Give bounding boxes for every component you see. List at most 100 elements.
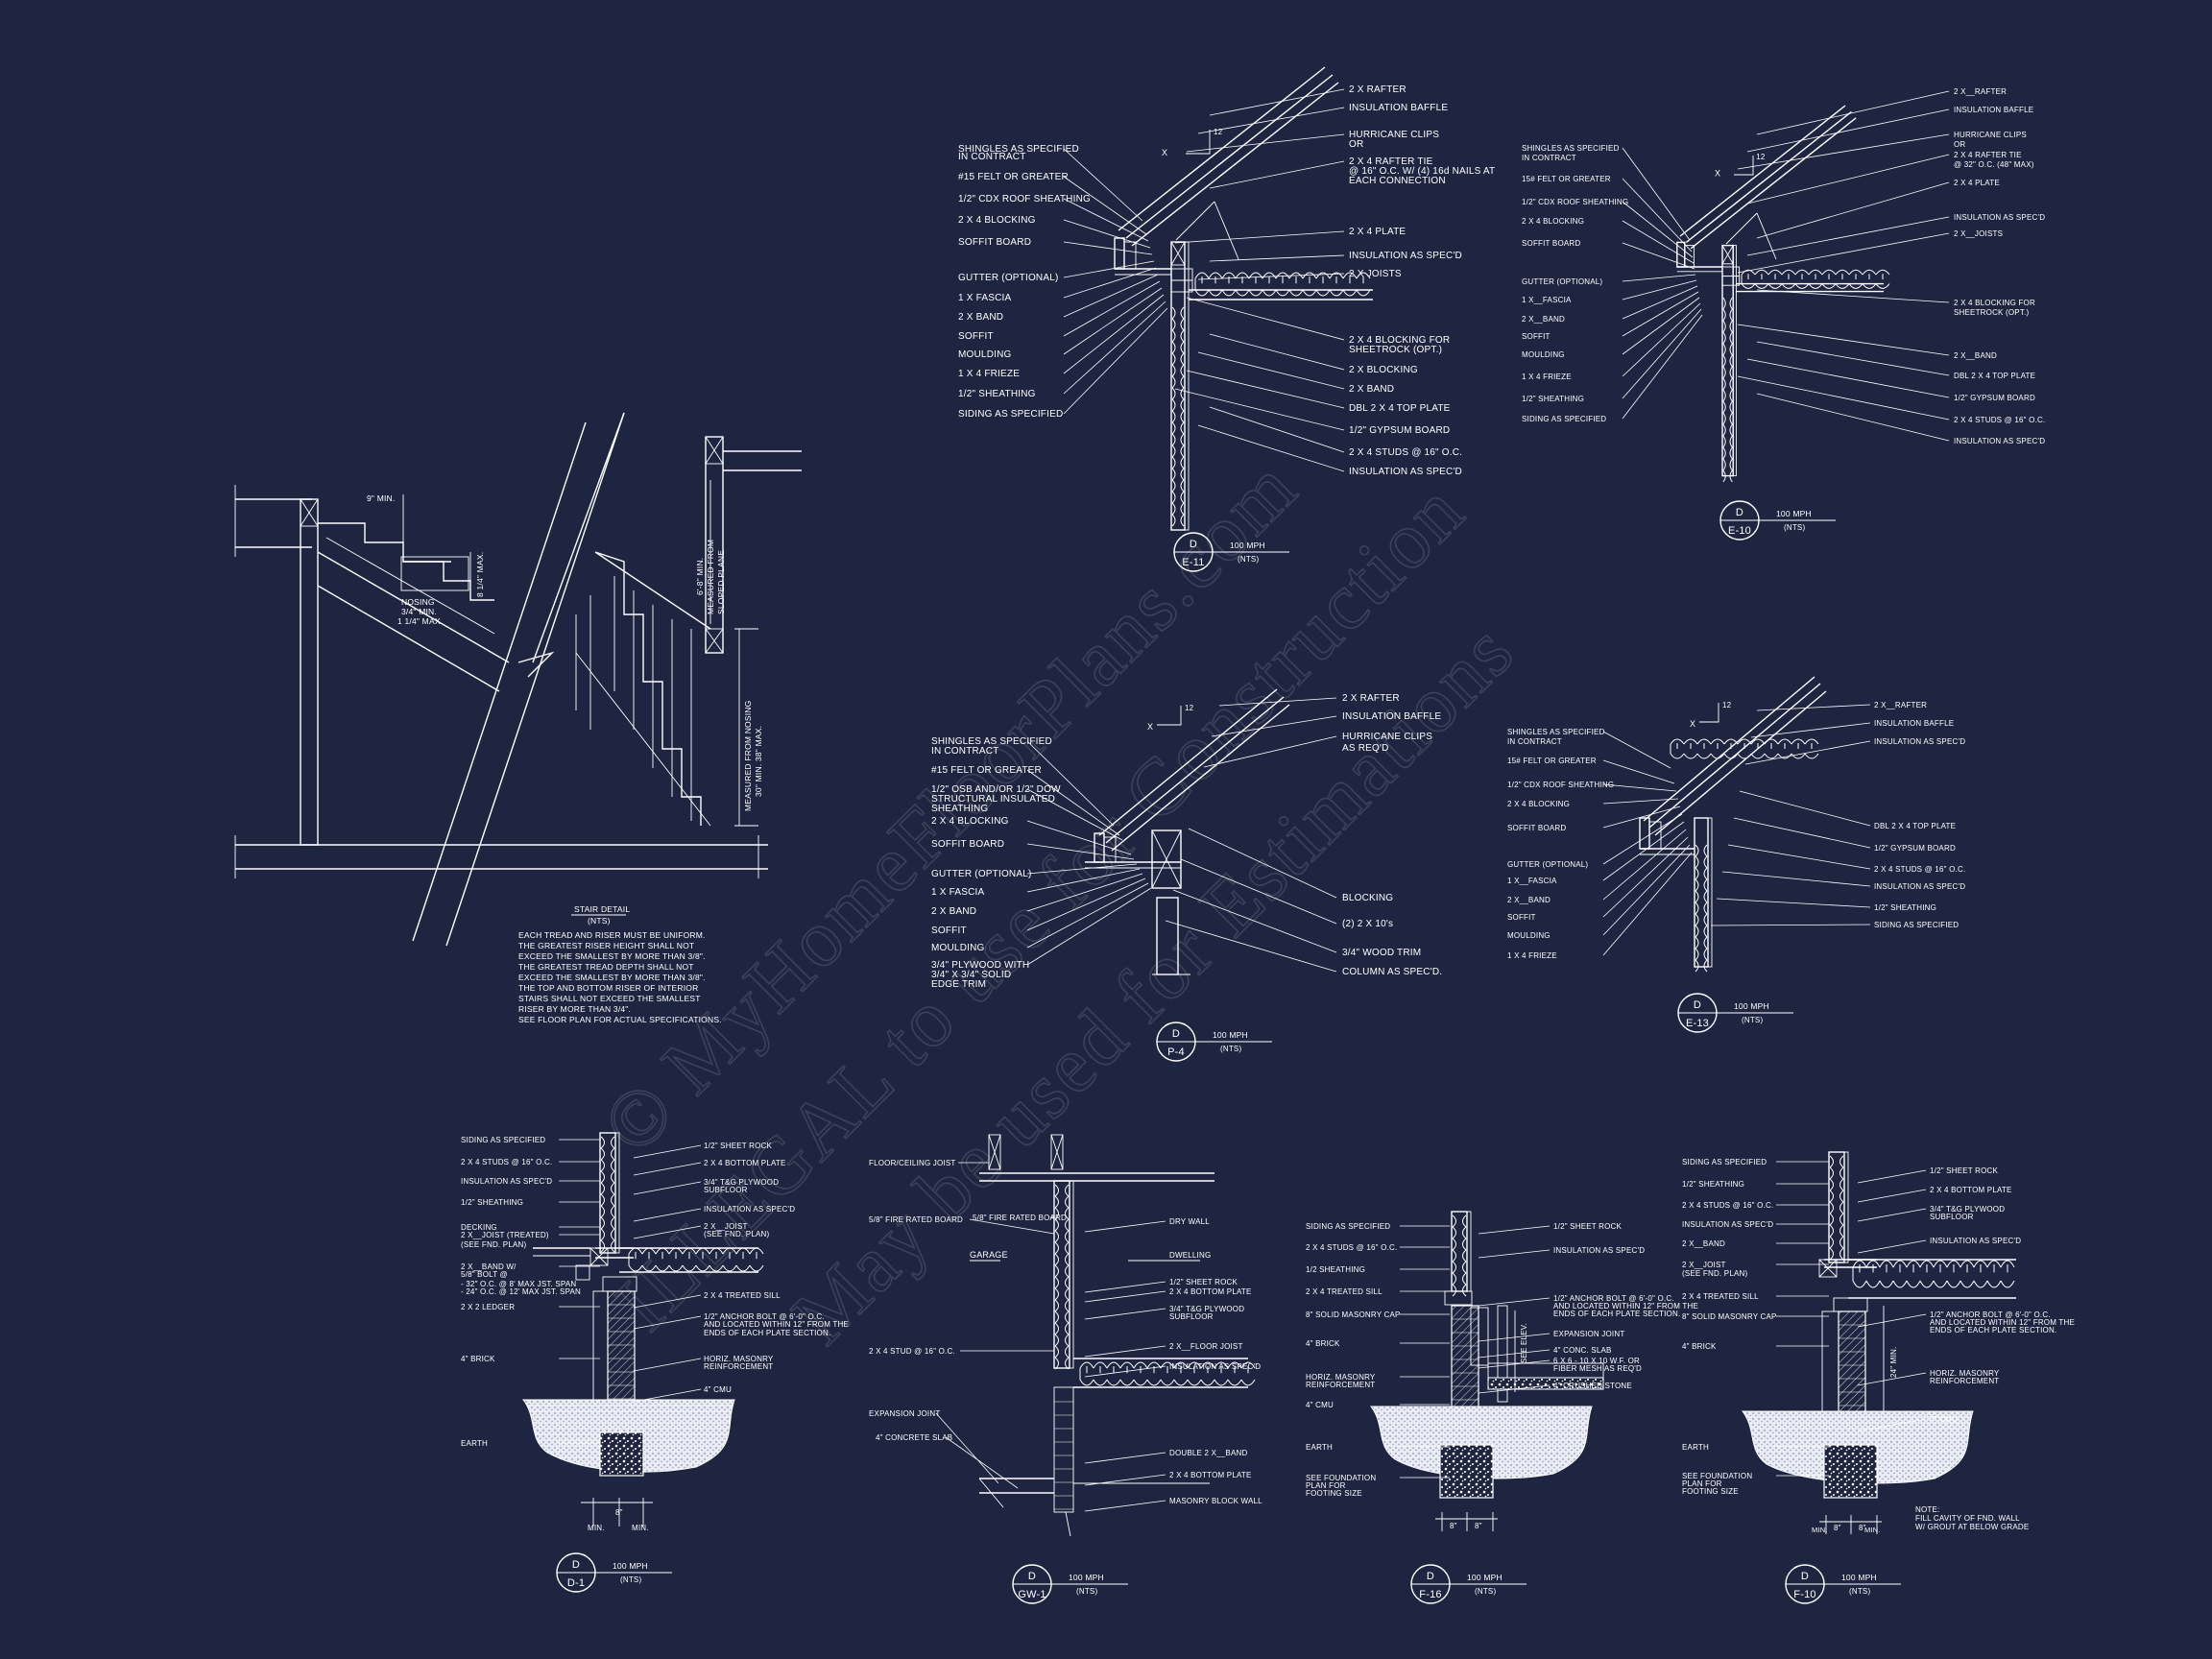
detail-label: SOFFIT [958, 331, 994, 342]
detail-tag-id: E-13 [1686, 1018, 1709, 1029]
detail-label: 1 X 4 FRIEZE [1507, 951, 1557, 960]
footing [1823, 1444, 1878, 1499]
detail-label: 2 X 4 BOTTOM PLATE [704, 1159, 786, 1167]
dim-label: MIN. [1812, 1526, 1828, 1534]
detail-label: DWELLING [1169, 1251, 1211, 1260]
detail-label: AS REQ'D [1342, 743, 1389, 754]
detail-label: INSULATION AS SPEC'D [1169, 1362, 1261, 1371]
detail-tag-id: F-16 [1419, 1589, 1441, 1600]
detail-label: SOFFIT [931, 926, 967, 936]
stair-note: EACH TREAD AND RISER MUST BE UNIFORM. [518, 930, 706, 940]
detail-label: SIDING AS SPECIFIED [1874, 921, 1959, 929]
detail-label: 1/2" SHEET ROCK [1553, 1222, 1623, 1231]
detail-label: EDGE TRIM [931, 979, 986, 990]
detail-mph: 100 MPH [1230, 541, 1265, 550]
detail-label: 1 X 4 FRIEZE [958, 369, 1020, 379]
detail-label: (2) 2 X 10's [1342, 919, 1393, 929]
detail-label: 2 X RAFTER [1342, 693, 1400, 704]
detail-label: 2 X 4 RAFTER TIE [1954, 151, 2022, 159]
detail-label: INSULATION AS SPEC'D [1954, 213, 2045, 222]
detail-label: HURRICANE CLIPS [1342, 732, 1432, 742]
detail-mph: 100 MPH [1467, 1573, 1503, 1582]
detail-label: ENDS OF EACH PLATE SECTION. [704, 1329, 830, 1337]
detail-label: 1/2" CDX ROOF SHEATHING [1507, 781, 1614, 789]
detail-label: 3/4" T&G PLYWOOD [1930, 1205, 2005, 1214]
detail-tag-letter: D [1736, 507, 1743, 518]
detail-label: SEE FOUNDATION [1682, 1472, 1752, 1480]
detail-label: 1/2" SHEET ROCK [704, 1142, 773, 1150]
detail-label: HURRICANE CLIPS [1954, 131, 2027, 139]
detail-label: AND LOCATED WITHIN 12" FROM THE [1553, 1302, 1698, 1310]
detail-label: 8" SOLID MASONRY CAP [1682, 1312, 1777, 1321]
detail-label: GUTTER (OPTIONAL) [958, 273, 1059, 283]
pitch-label: 12 [1756, 153, 1766, 161]
detail-label: SOFFIT BOARD [958, 237, 1031, 248]
detail-tag-id: E-11 [1182, 557, 1204, 568]
detail-label: 2 X__BAND [1954, 351, 1997, 360]
detail-label: SUBFLOOR [1930, 1213, 1974, 1221]
detail-label: AND LOCATED WITHIN 12" FROM THE [1930, 1318, 2075, 1327]
detail-label: (SEE FND. PLAN) [1682, 1269, 1747, 1278]
detail-mph: 100 MPH [613, 1561, 648, 1571]
detail-label: 2 X 4 TREATED SILL [704, 1291, 781, 1300]
stair-note: EXCEED THE SMALLEST BY MORE THAN 3/8". [518, 973, 706, 982]
detail-label: ENDS OF EACH PLATE SECTION. [1553, 1310, 1680, 1318]
pitch-label: 12 [1722, 701, 1732, 709]
stair-note: RISER BY MORE THAN 3/4". [518, 1004, 631, 1014]
detail-label: @ 32" O.C. (48" MAX) [1954, 160, 2034, 169]
stair-scale: (NTS) [588, 916, 611, 926]
detail-label: 2 X__BAND [1522, 315, 1565, 324]
detail-tag-letter: D [1028, 1571, 1036, 1582]
footing [1439, 1444, 1494, 1499]
detail-label: 2 X 4 BOTTOM PLATE [1169, 1471, 1252, 1479]
detail-label: 1/2" GYPSUM BOARD [1349, 425, 1450, 436]
detail-label: DECKING [461, 1223, 497, 1232]
detail-label: 1/2" SHEATHING [1682, 1180, 1744, 1189]
detail-label: 4" BRICK [1682, 1342, 1717, 1351]
detail-label: GUTTER (OPTIONAL) [1507, 860, 1588, 869]
dim-label: SEE ELEV. [1520, 1323, 1528, 1363]
detail-label: 1 X__FASCIA [1522, 296, 1572, 304]
detail-label: 1/2" CDX ROOF SHEATHING [958, 194, 1091, 204]
detail-label: 2 X__BAND W/ [461, 1262, 517, 1271]
detail-label: INSULATION AS SPEC'D [1349, 251, 1462, 261]
detail-label: 1/2 SHEATHING [1306, 1265, 1365, 1274]
detail-label: 1/2" GYPSUM BOARD [1874, 844, 1956, 853]
detail-label: 1/2" OSB AND/OR 1/2" DOW [931, 784, 1061, 795]
note-label: W/ GROUT AT BELOW GRADE [1915, 1523, 2029, 1531]
detail-label: SUBFLOOR [704, 1186, 748, 1194]
detail-label: 2 X__RAFTER [1954, 87, 2007, 96]
detail-label: MOULDING [1507, 931, 1551, 940]
detail-label: SHINGLES AS SPECIFIED [1507, 728, 1605, 736]
detail-label: DBL 2 X 4 TOP PLATE [1874, 822, 1956, 830]
detail-label: 3/4" T&G PLYWOOD [704, 1178, 779, 1187]
detail-label: INSULATION AS SPEC'D [1874, 882, 1965, 891]
detail-label: SHEETROCK (OPT.) [1954, 308, 2029, 317]
detail-label: INSULATION AS SPEC'D [1349, 467, 1462, 477]
detail-mph: 100 MPH [1734, 1001, 1769, 1011]
detail-tag-id: E-10 [1728, 525, 1751, 537]
detail-label: HURRICANE CLIPS [1349, 130, 1439, 140]
detail-label: EACH CONNECTION [1349, 176, 1446, 186]
detail-label: MOULDING [958, 349, 1012, 360]
detail-label: DBL 2 X 4 TOP PLATE [1349, 403, 1451, 414]
stair-note: STAIRS SHALL NOT EXCEED THE SMALLEST [518, 994, 701, 1003]
detail-tag-letter: D [1172, 1028, 1180, 1040]
detail-label: 2 X BAND [1349, 384, 1394, 395]
detail-mph: 100 MPH [1776, 509, 1812, 518]
detail-label: OR [1954, 140, 1965, 149]
detail-label: FOOTING SIZE [1306, 1489, 1362, 1498]
detail-label: GUTTER (OPTIONAL) [931, 869, 1032, 879]
detail-scale: (NTS) [1220, 1045, 1241, 1053]
detail-label: 4" CMU [1930, 1415, 1958, 1424]
detail-label: 2 X__JOIST (TREATED) [461, 1231, 549, 1239]
detail-label: 8" SOLID MASONRY CAP [1306, 1310, 1401, 1319]
detail-label: 2 X BAND [931, 906, 976, 917]
detail-tag-id: F-10 [1793, 1589, 1815, 1600]
detail-label: SHINGLES AS SPECIFIED [1522, 144, 1620, 153]
detail-tag-id: D-1 [567, 1577, 585, 1589]
detail-label: 15# FELT OR GREATER [1522, 175, 1611, 183]
detail-label: IN CONTRACT [1507, 737, 1562, 746]
